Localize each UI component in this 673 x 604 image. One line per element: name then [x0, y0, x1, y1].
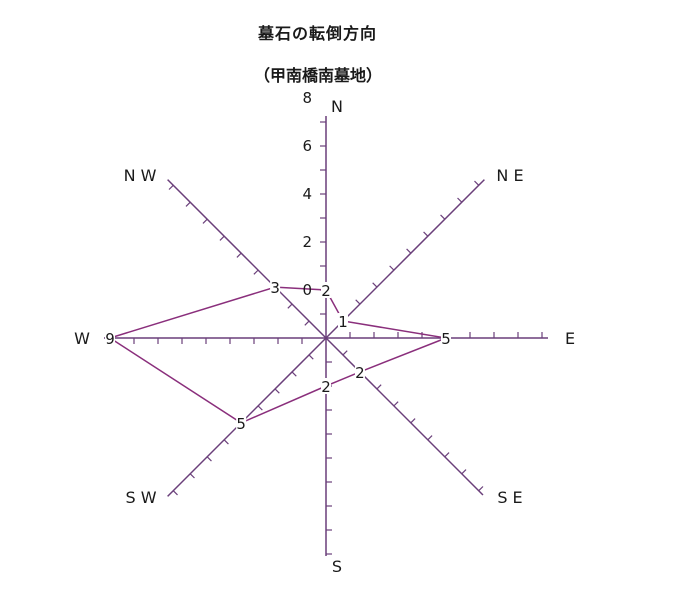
axis-tick-nw	[253, 269, 259, 275]
axis-tick-ne	[372, 282, 378, 288]
axis-tick-ne	[457, 197, 463, 203]
direction-label-se: S E	[497, 488, 522, 507]
value-label-bg	[354, 363, 365, 380]
axis-tick-nw	[219, 235, 225, 241]
axis-tick-label: 6	[302, 137, 312, 155]
value-label-sw: 5	[236, 415, 246, 433]
direction-label-ne: N E	[496, 166, 523, 185]
axis-tick-label: 4	[302, 185, 312, 203]
axis-nw	[167, 179, 327, 339]
value-label-bg	[337, 313, 348, 330]
value-label-ne: 1	[338, 313, 348, 331]
axis-tick-nw	[185, 201, 191, 207]
value-label-bg	[321, 378, 331, 394]
value-label-bg	[105, 330, 115, 346]
axis-tick-se	[427, 435, 433, 441]
axis-tick-nw	[287, 303, 293, 309]
value-label-bg	[321, 282, 331, 298]
value-label-n: 2	[321, 282, 331, 300]
value-label-se: 2	[355, 364, 365, 382]
axis-tick-sw	[189, 473, 195, 479]
axis-tick-sw	[291, 371, 297, 377]
axis-tick-ne	[389, 265, 395, 271]
chart-subtitle: （甲南橋南墓地）	[254, 66, 383, 85]
axis-tick-ne	[355, 299, 361, 305]
value-label-e: 5	[441, 330, 451, 348]
value-label-bg	[236, 414, 247, 431]
value-label-bg	[270, 279, 281, 296]
direction-label-n: N	[331, 97, 343, 116]
axis-tick-sw	[257, 405, 263, 411]
axis-tick-se	[410, 418, 416, 424]
axis-tick-se	[461, 469, 467, 475]
axes-layer	[104, 116, 548, 556]
axis-tick-nw	[304, 320, 310, 326]
axis-tick-label: 0	[302, 281, 312, 299]
axis-tick-nw	[168, 184, 174, 190]
axis-tick-sw	[206, 456, 212, 462]
axis-sw	[167, 337, 327, 497]
axis-tick-se	[478, 486, 484, 492]
axis-tick-se	[393, 401, 399, 407]
direction-label-sw: S W	[125, 488, 156, 507]
value-label-nw: 3	[270, 279, 280, 297]
axis-tick-ne	[474, 180, 480, 186]
axis-tick-se	[342, 350, 348, 356]
value-label-bg	[441, 330, 451, 346]
direction-label-s: S	[332, 557, 342, 576]
chart-title: 墓石の転倒方向	[258, 24, 378, 43]
axis-tick-ne	[423, 231, 429, 237]
direction-label-nw: N W	[124, 166, 157, 185]
axis-se	[325, 337, 484, 496]
axis-tick-sw	[172, 490, 178, 496]
axis-tick-se	[444, 452, 450, 458]
axis-tick-ne	[440, 214, 446, 220]
data-polygon-layer	[108, 286, 449, 424]
axis-tick-se	[376, 384, 382, 390]
value-label-w: 9	[105, 330, 115, 348]
axis-tick-nw	[202, 218, 208, 224]
axis-tick-sw	[308, 354, 314, 360]
direction-label-w: W	[74, 329, 90, 348]
axis-tick-label: 8	[302, 89, 312, 107]
axis-tick-sw	[274, 388, 280, 394]
axis-ne	[325, 179, 485, 339]
axis-tick-label: 2	[302, 233, 312, 251]
axis-tick-ne	[406, 248, 412, 254]
axis-tick-nw	[236, 252, 242, 258]
direction-label-e: E	[565, 329, 575, 348]
value-label-s: 2	[321, 378, 331, 396]
axis-tick-sw	[223, 439, 229, 445]
data-polygon	[108, 286, 449, 424]
